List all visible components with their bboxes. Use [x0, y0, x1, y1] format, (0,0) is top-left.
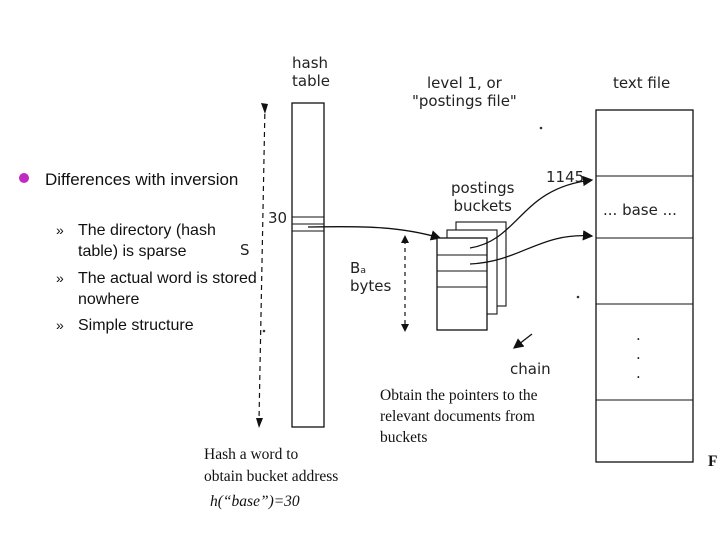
text-file-column	[595, 109, 694, 463]
bucket-to-text-arrow-2	[469, 230, 594, 265]
hash-table-column	[291, 102, 325, 428]
bullet-marker	[19, 173, 29, 183]
postings-buckets-label: postings buckets	[451, 179, 515, 215]
hash-function-example: h(“base”)=30	[210, 493, 300, 510]
slot-30-label: 30	[268, 209, 288, 227]
corner-letter: F	[708, 453, 718, 470]
bucket-to-text-arrow-1	[469, 175, 594, 249]
hash-to-bucket-arrow	[307, 225, 442, 241]
text-file-label: text file	[613, 74, 671, 92]
sub-bullet-marker: »	[56, 270, 64, 286]
stray-dot	[576, 295, 580, 299]
s-dimension-arrow	[258, 104, 266, 421]
s-arrow-head-top	[261, 103, 268, 114]
level1-label: level 1, or "postings file"	[412, 74, 517, 110]
bytes-label: Bₐ bytes	[350, 259, 392, 295]
stray-dot	[539, 126, 543, 130]
s-label: S	[240, 241, 250, 259]
sub-bullet-text: Simple structure	[78, 317, 194, 334]
bytes-arrow-head-bottom	[401, 324, 409, 332]
ellipsis-dot: .	[636, 326, 641, 344]
sub-bullet-marker: »	[56, 222, 64, 238]
hash-table-label: hash table	[292, 54, 330, 90]
ellipsis-dot: .	[636, 345, 641, 363]
pointer-1145-label: 1145	[546, 168, 585, 186]
bullet-heading: Differences with inversion	[45, 170, 239, 189]
chain-label: chain	[510, 360, 551, 378]
obtain-pointers-note: Obtain the pointers to the relevant docu…	[380, 387, 538, 446]
hash-note-line-2: obtain bucket address	[204, 468, 339, 485]
postings-bucket-front	[436, 237, 488, 331]
sub-bullet-text: The directory (hash table) is sparse	[78, 222, 216, 260]
chain-arrow	[512, 333, 533, 349]
stray-dot	[262, 329, 266, 333]
ellipsis-dot: .	[636, 364, 641, 382]
hash-note-line-1: Hash a word to	[204, 446, 299, 463]
sub-bullet-marker: »	[56, 317, 64, 333]
bytes-arrow-head-top	[401, 235, 409, 243]
base-label: ... base ...	[603, 201, 677, 219]
sub-bullet-text: The actual word is stored nowhere	[78, 270, 257, 308]
s-arrow-head-bottom	[256, 418, 263, 428]
